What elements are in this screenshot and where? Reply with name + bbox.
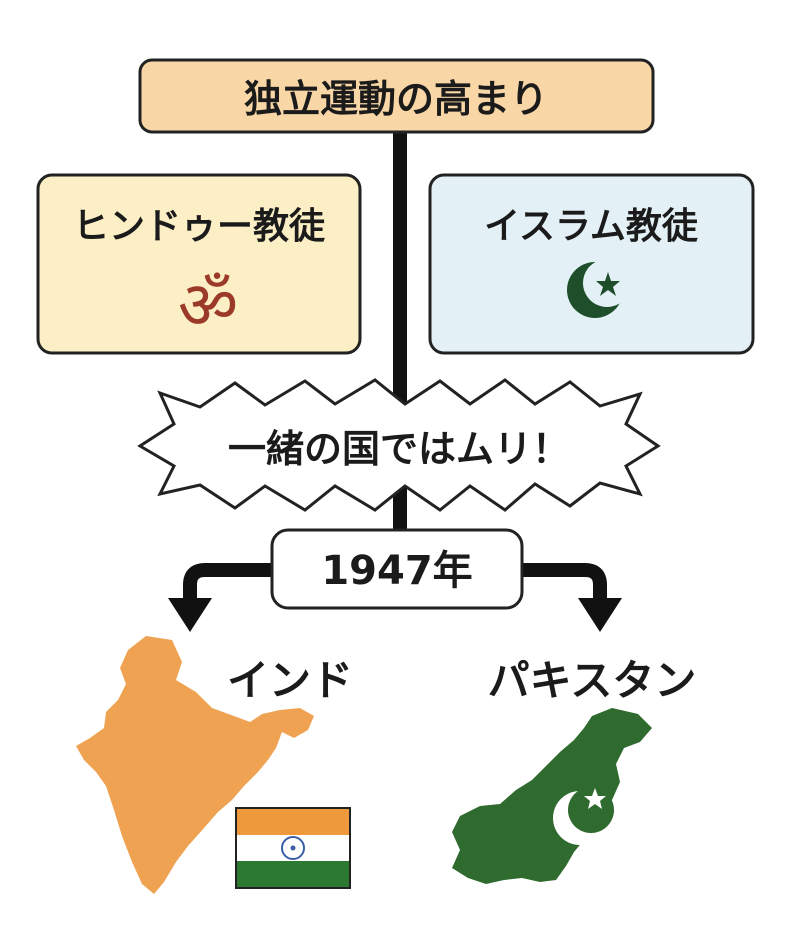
burst-label: 一緒の国ではムリ！: [228, 427, 570, 471]
title-label: 独立運動の高まり: [244, 77, 548, 121]
pakistan-label: パキスタン: [488, 656, 697, 705]
year-box: 1947年: [270, 528, 524, 610]
impossible-burst: 一緒の国ではムリ！: [137, 378, 661, 512]
muslim-group-label: イスラム教徒: [484, 206, 699, 247]
om-icon: ॐ: [178, 267, 238, 344]
title-box: 独立運動の高まり: [138, 58, 655, 134]
hindu-group-box: ヒンドゥー教徒 ॐ: [36, 173, 362, 355]
india-label: インド: [227, 656, 353, 705]
pakistan-crescent-star-icon: [553, 787, 614, 845]
muslim-group-box: イスラム教徒: [428, 173, 755, 355]
india-map: [76, 636, 314, 894]
year-label: 1947年: [321, 548, 472, 594]
pakistan-result: パキスタン: [452, 656, 696, 884]
connector-lines: [168, 130, 622, 632]
crescent-star-icon: [567, 259, 631, 318]
indian-flag-icon: [235, 807, 351, 889]
india-result: インド: [76, 636, 353, 894]
pakistan-map: [452, 708, 652, 884]
arrow-down-left-icon: [168, 598, 212, 632]
hindu-group-label: ヒンドゥー教徒: [73, 206, 326, 247]
arrow-down-right-icon: [578, 598, 622, 632]
